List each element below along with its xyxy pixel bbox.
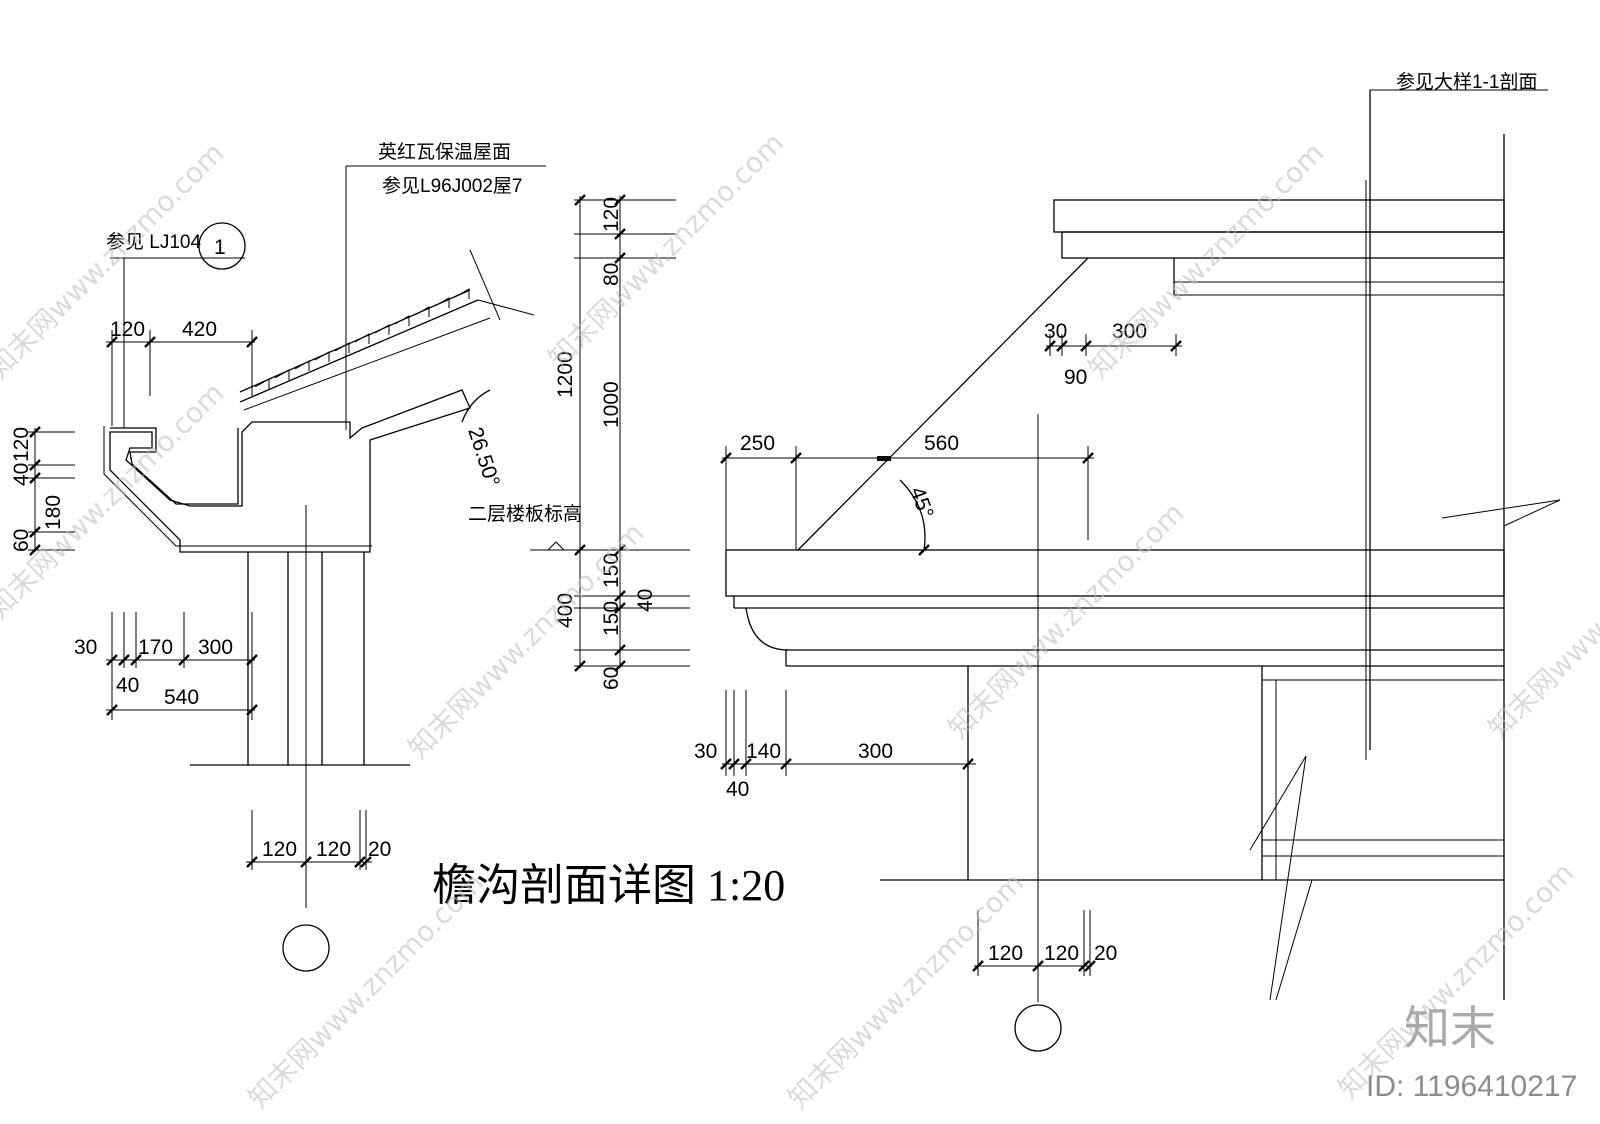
dim-right-c-120b: 120 — [1044, 942, 1079, 965]
watermark-text: 知末网www.znzmo.com — [1332, 856, 1581, 1105]
dim-right-b-300: 300 — [858, 740, 893, 763]
dim-right-t-90: 90 — [1064, 366, 1087, 389]
dim-left-v-120: 120 — [10, 427, 33, 462]
roof-note-line2: 参见L96J002屋7 — [382, 175, 522, 197]
dim-left-v-60: 60 — [10, 529, 33, 552]
watermark-text: 知末网www.znzmo.com — [782, 866, 1031, 1115]
roof-tiles — [239, 249, 535, 411]
left-gutter-section — [28, 165, 620, 972]
dim-mid-v-150b: 150 — [600, 601, 623, 636]
grid-axis-bubble-right — [1014, 1004, 1062, 1052]
dim-mid-v-40: 40 — [634, 589, 657, 612]
dim-right-t-30: 30 — [1044, 320, 1067, 343]
image-id: ID: 1196410217 — [1366, 1070, 1577, 1103]
brand-logo: 知末 — [1404, 1001, 1496, 1055]
grid-axis-bubble — [282, 924, 330, 972]
watermark-text: 知末网www.znzmo.com — [1082, 136, 1331, 385]
page-title: 檐沟剖面详图 1:20 — [432, 861, 785, 910]
dim-mid-v-60: 60 — [600, 667, 623, 690]
dim-right-m-560: 560 — [924, 432, 959, 455]
watermark-text: 知末网www.znzmo.com — [542, 126, 791, 375]
dim-right-m-250: 250 — [740, 432, 775, 455]
dim-left-v-180: 180 — [42, 495, 65, 530]
dim-mid-v-400: 400 — [554, 593, 577, 628]
dim-right-c-120a: 120 — [988, 942, 1023, 965]
dim-right-b-30: 30 — [694, 740, 717, 763]
right-cornice-section — [720, 89, 1561, 1052]
roof-note-line1: 英红瓦保温屋面 — [378, 141, 511, 163]
middle-dimensions — [574, 194, 690, 672]
dim-mid-v-1000: 1000 — [600, 381, 623, 428]
detail-number: 1 — [214, 236, 226, 259]
dim-left-b-540: 540 — [164, 686, 199, 709]
dim-left-b-40: 40 — [116, 674, 139, 697]
dim-right-b-140: 140 — [746, 740, 781, 763]
dim-mid-v-150a: 150 — [600, 553, 623, 588]
dim-left-b-170: 170 — [138, 636, 173, 659]
watermark-text: 知末网www.znzmo.com — [942, 496, 1191, 745]
dim-mid-v-1200: 1200 — [554, 351, 577, 398]
slope-angle: 26.50° — [463, 424, 504, 489]
dim-left-b-300: 300 — [198, 636, 233, 659]
lj-reference: 参见 LJ104 — [106, 231, 201, 253]
dim-mid-v-120: 120 — [600, 197, 623, 232]
gutter-concrete — [109, 389, 471, 553]
dim-left-b-30: 30 — [74, 636, 97, 659]
annotations: 英红瓦保温屋面 参见L96J002屋7 参见 LJ104 1 二层楼板标高 参见… — [10, 71, 1537, 965]
dim-left-c-120a: 120 — [262, 838, 297, 861]
dim-right-b-40: 40 — [726, 778, 749, 801]
dim-left-top-120: 120 — [110, 318, 145, 341]
chamfer-angle: 45° — [905, 484, 937, 522]
section-reference: 参见大样1-1剖面 — [1396, 71, 1537, 93]
watermark-text: 知末网www.znzmo.com — [0, 136, 230, 385]
floor-level-label: 二层楼板标高 — [468, 503, 582, 525]
watermark-text: 知末网www.znzmo.com — [402, 516, 651, 765]
dim-left-c-20: 20 — [368, 838, 391, 861]
watermarks: 知末网www.znzmo.com 知末网www.znzmo.com 知末网www… — [0, 126, 1600, 1115]
detail-reference-bubble — [198, 222, 246, 270]
dim-right-t-300: 300 — [1112, 320, 1147, 343]
dim-left-top-420: 420 — [182, 318, 217, 341]
dim-left-v-40: 40 — [10, 463, 33, 486]
dim-mid-v-80: 80 — [600, 263, 623, 286]
dim-right-c-20: 20 — [1094, 942, 1117, 965]
watermark-text: 知末网www.znzmo.com — [1482, 496, 1600, 745]
dim-left-c-120b: 120 — [316, 838, 351, 861]
watermark-text: 知末网www.znzmo.com — [242, 866, 491, 1115]
